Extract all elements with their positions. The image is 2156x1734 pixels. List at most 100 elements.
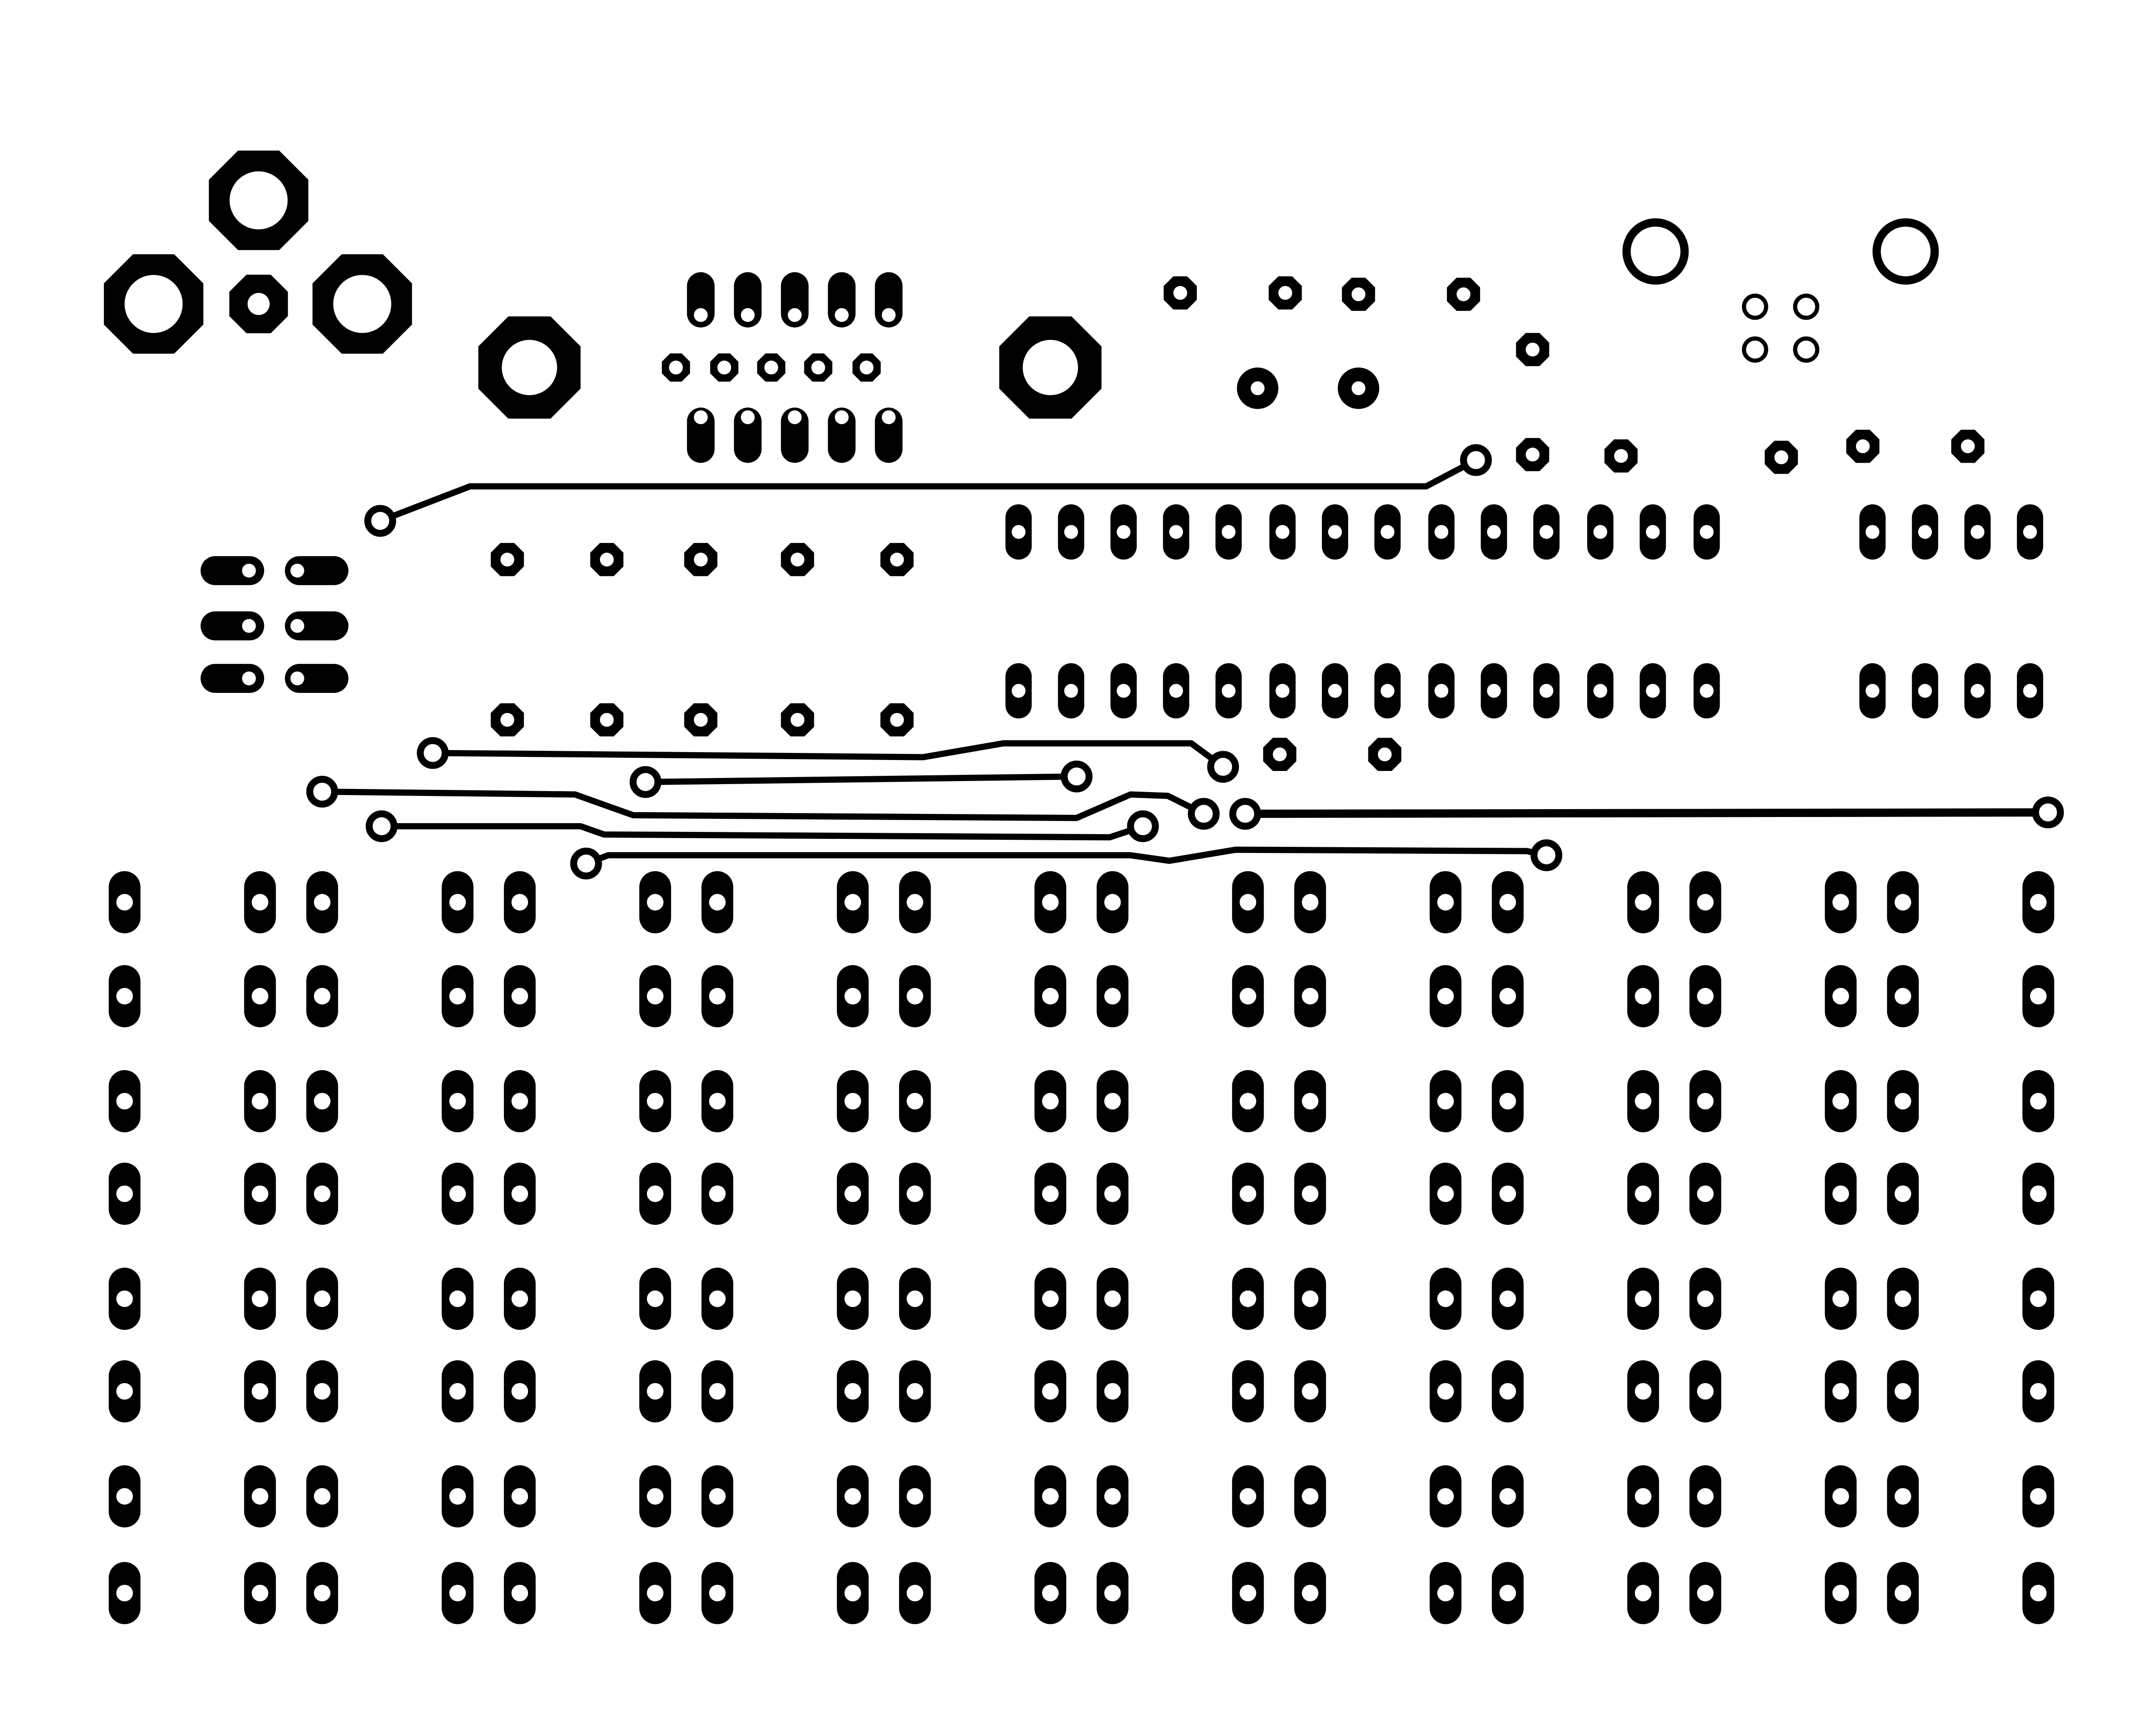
octagon-pad <box>1516 438 1549 471</box>
drill-hole <box>907 894 924 911</box>
drill-hole <box>717 360 732 375</box>
oblong-pad <box>1824 1163 1857 1225</box>
drill-hole <box>1832 1488 1849 1505</box>
drill-hole <box>290 564 304 578</box>
drill-hole <box>1832 988 1849 1005</box>
via-ring <box>1742 336 1768 363</box>
oblong-pad <box>306 1070 338 1132</box>
oblong-pad <box>1294 1070 1326 1132</box>
drill-hole <box>314 1488 331 1505</box>
drill-hole <box>511 1488 528 1505</box>
via <box>364 505 396 537</box>
oblong-pad <box>875 407 903 463</box>
via <box>306 776 338 808</box>
drill-hole <box>251 1185 268 1202</box>
oblong-pad <box>899 965 931 1028</box>
oblong-pad <box>306 1465 338 1527</box>
via-ring <box>570 847 602 880</box>
oblong-pad <box>1481 504 1507 560</box>
drill-hole <box>1042 1185 1059 1202</box>
drill-hole <box>333 275 392 333</box>
oblong-pad <box>1964 663 1991 719</box>
oblong-pad <box>1429 1070 1462 1132</box>
drill-hole <box>1239 894 1256 911</box>
octagon-pad <box>781 543 814 576</box>
drill-hole <box>1699 684 1714 698</box>
oblong-pad <box>639 965 671 1028</box>
oblong-pad <box>781 407 809 463</box>
drill-hole <box>844 1488 861 1505</box>
oblong-pad <box>701 965 733 1028</box>
octagon-pad <box>757 353 785 382</box>
drill-hole <box>242 671 256 685</box>
oblong-pad <box>1492 1465 1524 1527</box>
oblong-pad <box>1096 965 1128 1028</box>
oblong-pad <box>503 1070 536 1132</box>
drill-hole <box>1042 1093 1059 1110</box>
drill-hole <box>116 1290 133 1307</box>
drill-hole <box>449 1290 466 1307</box>
oblong-pad <box>1824 1267 1857 1330</box>
drill-hole <box>709 1584 726 1602</box>
oblong-pad <box>244 871 276 934</box>
drill-hole <box>1250 381 1265 396</box>
drill-hole <box>2023 525 2037 539</box>
via <box>1127 810 1159 842</box>
drill-hole <box>1499 1093 1516 1110</box>
drill-hole <box>116 894 133 911</box>
oblong-pad <box>306 1562 338 1624</box>
drill-hole <box>1104 1290 1121 1307</box>
drill-hole <box>669 360 683 375</box>
drill-hole <box>788 410 802 425</box>
oblong-pad <box>1627 1267 1659 1330</box>
drill-hole <box>1635 1488 1652 1505</box>
drill-hole <box>1697 1185 1714 1202</box>
oblong-pad <box>2022 1562 2054 1624</box>
oblong-pad <box>1096 1070 1128 1132</box>
drill-hole <box>1328 525 1342 539</box>
oblong-pad <box>1058 663 1085 719</box>
oblong-pad <box>1627 1562 1659 1624</box>
drill-hole <box>449 1185 466 1202</box>
oblong-pad <box>108 1070 141 1132</box>
drill-hole <box>709 1093 726 1110</box>
oblong-pad <box>1492 1070 1524 1132</box>
octagon-pad <box>1164 276 1197 310</box>
drill-hole <box>1635 1584 1652 1602</box>
oblong-pad <box>285 556 349 585</box>
oblong-pad <box>1232 871 1264 934</box>
drill-hole <box>1278 286 1292 300</box>
drill-hole <box>1437 1185 1454 1202</box>
oblong-pad <box>1627 1360 1659 1423</box>
oblong-pad <box>1689 1360 1721 1423</box>
drill-hole <box>511 1290 528 1307</box>
oblong-pad <box>503 1562 536 1624</box>
drill-hole <box>251 988 268 1005</box>
drill-hole <box>511 1185 528 1202</box>
drill-hole <box>811 360 825 375</box>
drill-hole <box>2030 1093 2047 1110</box>
oblong-pad <box>837 871 869 934</box>
via-ring <box>1127 810 1159 842</box>
oblong-pad <box>1269 504 1296 560</box>
via-ring <box>1530 839 1563 871</box>
pad-copper <box>285 611 349 641</box>
via-ring <box>1060 760 1093 792</box>
pad-copper <box>687 272 715 328</box>
drill-hole <box>116 1383 133 1400</box>
drill-hole <box>1487 684 1501 698</box>
drill-hole <box>1302 1290 1319 1307</box>
via-ring <box>629 766 662 798</box>
drill-hole <box>709 1383 726 1400</box>
oblong-pad <box>1294 1267 1326 1330</box>
oblong-pad <box>1492 1562 1524 1624</box>
drill-hole <box>1239 988 1256 1005</box>
drill-hole <box>1022 340 1078 396</box>
drill-hole <box>449 894 466 911</box>
oblong-pad <box>639 1465 671 1527</box>
drill-hole <box>449 988 466 1005</box>
via-ring <box>1207 751 1239 783</box>
oblong-pad <box>200 611 264 641</box>
octagon-pad <box>999 316 1102 419</box>
oblong-pad <box>108 1267 141 1330</box>
